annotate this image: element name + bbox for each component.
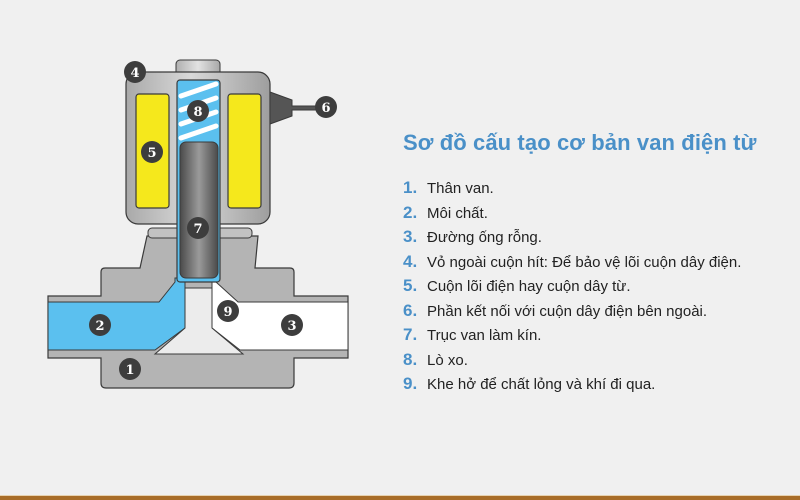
item-text: Vỏ ngoài cuộn hít: Để bảo vệ lõi cuộn dâ… [427, 253, 742, 271]
item-number: 9. [403, 374, 418, 393]
item-number: 1. [403, 178, 418, 197]
label-badge-4: 4 [124, 61, 146, 83]
item-text: Cuộn lõi điện hay cuộn dây từ. [427, 278, 631, 295]
list-item: 4. Vỏ ngoài cuộn hít: Để bảo vệ lõi cuộn … [403, 252, 793, 277]
item-number: 8. [403, 349, 418, 369]
solenoid-valve-diagram: 1 2 3 4 5 6 7 8 9 [47, 59, 349, 389]
item-number: 5. [403, 276, 418, 295]
svg-text:6: 6 [321, 101, 330, 116]
label-badge-9: 9 [217, 300, 239, 322]
label-badge-8: 8 [187, 100, 209, 122]
svg-text:5: 5 [147, 146, 156, 161]
label-badge-1: 1 [119, 358, 141, 380]
item-text: Lò xo. [427, 351, 468, 369]
item-text: Phần kết nối với cuộn dây điện bên ngoài… [427, 302, 708, 320]
item-number: 6. [403, 300, 418, 320]
item-text: Khe hở để chất lỏng và khí đi qua. [427, 376, 656, 393]
list-item: 2. Môi chất. [403, 203, 793, 228]
item-number: 3. [403, 227, 418, 246]
item-number: 4. [403, 251, 418, 271]
svg-text:9: 9 [223, 305, 232, 320]
list-item: 6. Phần kết nối với cuộn dây điện bên ngo… [403, 301, 793, 326]
list-item: 3. Đường ống rỗng. [403, 227, 793, 252]
page-title: Sơ đồ cấu tạo cơ bản van điện từ [403, 130, 757, 155]
svg-text:7: 7 [193, 222, 202, 237]
list-item: 5. Cuộn lõi điện hay cuộn dây từ. [403, 276, 793, 301]
item-text: Môi chất. [427, 204, 488, 222]
label-badge-6: 6 [315, 96, 337, 118]
label-badge-2: 2 [89, 314, 111, 336]
connector [269, 91, 319, 125]
svg-text:2: 2 [95, 319, 104, 334]
parts-list: 1. Thân van. 2. Môi chất. 3. Đường ống rỗng… [403, 178, 793, 399]
list-item: 1. Thân van. [403, 178, 793, 203]
coil-right [227, 93, 262, 209]
label-badge-7: 7 [187, 217, 209, 239]
svg-text:4: 4 [130, 66, 139, 81]
list-item: 7. Trục van làm kín. [403, 325, 793, 350]
list-item: 9. Khe hở để chất lỏng và khí đi qua. [403, 374, 793, 399]
item-number: 2. [403, 202, 418, 222]
plunger [179, 141, 219, 279]
svg-text:3: 3 [287, 319, 296, 334]
item-number: 7. [403, 325, 418, 344]
legend: Sơ đồ cấu tạo cơ bản van điện từ 1. Thân … [403, 130, 793, 399]
svg-text:8: 8 [193, 105, 202, 120]
list-item: 8. Lò xo. [403, 350, 793, 375]
svg-text:1: 1 [125, 363, 134, 378]
bottom-bar [0, 495, 800, 500]
label-badge-3: 3 [281, 314, 303, 336]
label-badge-5: 5 [141, 141, 163, 163]
item-text: Đường ống rỗng. [427, 229, 542, 246]
item-text: Thân van. [427, 180, 494, 197]
valve-seat [153, 287, 245, 355]
item-text: Trục van làm kín. [427, 327, 542, 344]
